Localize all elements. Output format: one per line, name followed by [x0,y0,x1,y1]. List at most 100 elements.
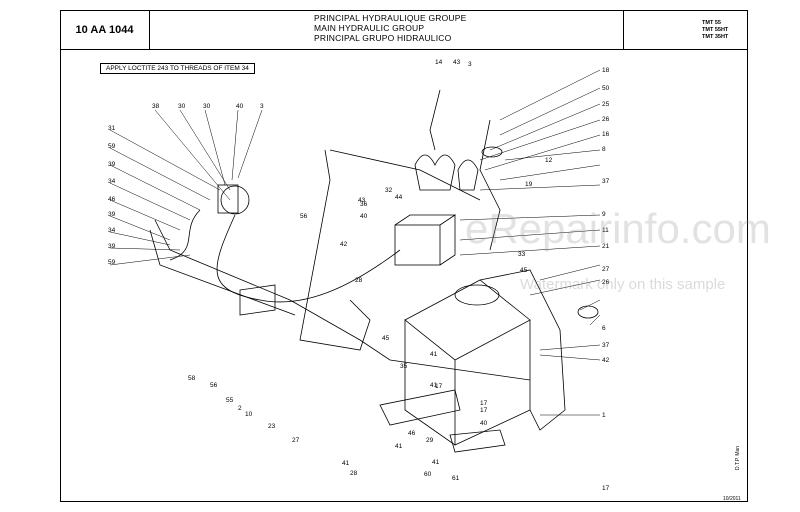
callout-number: 17 [480,407,488,414]
watermark-notice: Watermark only on this sample [520,276,726,293]
callout-number: 3 [260,103,264,110]
callout-number: 60 [424,471,432,478]
model-1: TMT 55 [702,20,721,26]
callout-number: 1 [602,412,606,419]
callout-number: 40 [360,213,368,220]
joystick-bellows [414,154,456,191]
callout-number: 56 [300,213,308,220]
pump-housing [217,184,239,214]
bracket-left [379,389,461,426]
callout-number: 21 [602,243,610,250]
callout-number: 46 [408,430,416,437]
joystick-bellows-2 [457,159,479,191]
callout-number: 16 [602,131,610,138]
model-2: TMT 55HT [702,27,729,33]
callout-number: 33 [518,251,526,258]
callout-number: 31 [108,125,116,132]
callout-number: 41 [342,460,350,467]
callout-number: 26 [602,279,610,286]
callout-number: 17 [480,400,488,407]
callout-number: 39 [108,211,116,218]
breather [577,305,599,319]
hose-3 [429,89,441,151]
title-fr: PRINCIPAL HYDRAULIQUE GROUPE [314,13,467,23]
callout-number: 43 [453,59,461,66]
title-block: 10 AA 1044 PRINCIPAL HYDRAULIQUE GROUPE … [60,10,748,50]
callout-number: 41 [432,459,440,466]
callout-number: 39 [108,243,116,250]
callout-number: 36 [360,201,368,208]
callout-number: 18 [602,67,610,74]
callout-number: 28 [350,470,358,477]
callout-number: 25 [602,101,610,108]
hose-1 [216,214,401,303]
tank-side [454,319,531,446]
chassis-line [154,219,531,381]
callout-number: 14 [435,59,443,66]
filter-head [454,284,500,306]
loctite-note: APPLY LOCTITE 243 TO THREADS OF ITEM 34 [100,63,255,74]
bracket-pump [239,284,276,316]
callout-number: 41 [395,443,403,450]
watermark-site: eRepairinfo.com [465,205,771,252]
callout-number: 45 [382,335,390,342]
callout-number: 39 [108,161,116,168]
callout-number: 19 [525,181,533,188]
callout-number: 12 [545,157,553,164]
callout-number: 28 [355,277,363,284]
callout-number: 30 [203,103,211,110]
callout-number: 30 [178,103,186,110]
drawing-titles: PRINCIPAL HYDRAULIQUE GROUPE MAIN HYDRAU… [150,10,624,50]
upper-rail [329,149,481,201]
callout-number: 37 [602,178,610,185]
filler-cap [481,146,503,158]
model-list: TMT 55 TMT 55HT TMT 35HT [624,10,748,50]
callout-number: 9 [602,211,606,218]
callout-number: 41 [430,351,438,358]
callout-number: 42 [602,357,610,364]
drawing-date: 10/2011 [723,496,741,502]
callout-number: 46 [108,196,116,203]
callout-number: 34 [108,178,116,185]
drawing-code: 10 AA 1044 [60,10,150,50]
cover-panel [479,269,566,431]
callout-number: 43 [358,197,366,204]
callout-number: 11 [602,227,609,234]
bracket-right [449,429,506,453]
callout-number: 45 [520,267,528,274]
drawing-frame [60,10,748,502]
callout-number: 32 [385,187,393,194]
callout-number: 26 [602,116,610,123]
callout-number: 42 [340,241,348,248]
callout-number: 29 [426,437,434,444]
valve-block [394,224,441,266]
callout-number: 44 [395,194,403,201]
callout-number: 2 [238,405,242,412]
callout-number: 35 [400,363,408,370]
callout-number: 37 [602,342,610,349]
callout-number: 59 [108,259,116,266]
callout-number: 50 [602,85,610,92]
valve-block-top [394,214,457,266]
callout-number: 55 [226,397,234,404]
callout-number: 3 [468,61,472,68]
hose-4 [479,119,501,251]
callout-number: 58 [188,375,196,382]
callout-number: 40 [236,103,244,110]
callout-number: 27 [602,266,610,273]
callout-number: 41 [430,382,438,389]
callout-number: 34 [108,227,116,234]
pump-body [220,185,250,215]
title-en: MAIN HYDRAULIC GROUP [314,23,425,33]
callout-number: 27 [292,437,300,444]
callout-number: 6 [602,325,606,332]
callout-number: 59 [108,143,116,150]
callout-number: 23 [268,423,276,430]
callout-number: 61 [452,475,460,482]
callout-number: 38 [152,103,160,110]
callout-number: 17 [602,485,610,492]
callout-number: 8 [602,146,606,153]
callout-number: 17 [435,383,443,390]
